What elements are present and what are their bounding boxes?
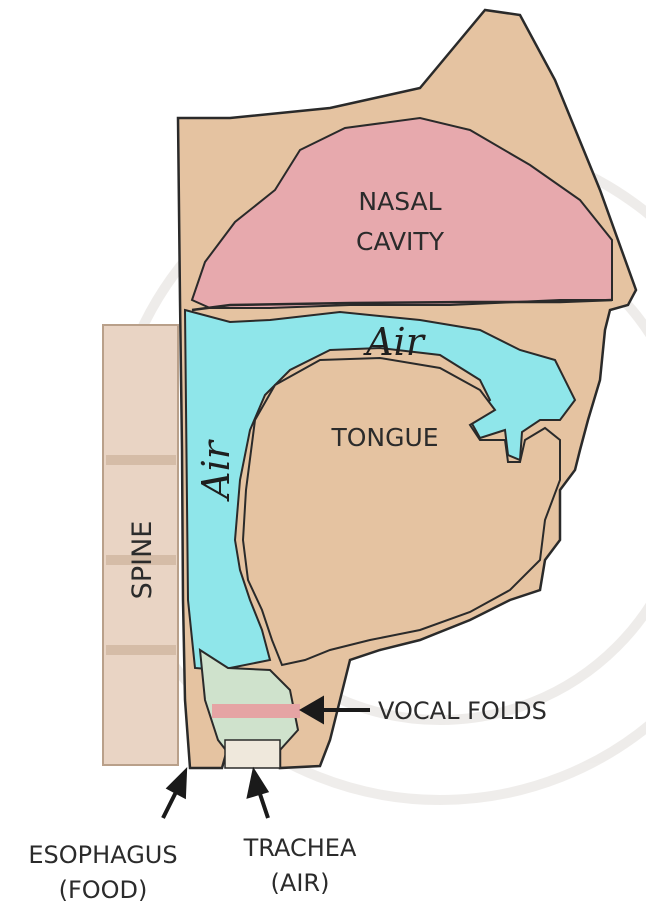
trachea-label-line1: TRACHEA: [243, 834, 357, 862]
vocal-fold-band: [212, 704, 300, 718]
nasal-cavity-label-line1: NASAL: [358, 187, 441, 216]
spine-label: SPINE: [127, 521, 158, 600]
nasal-cavity-label-line2: CAVITY: [356, 227, 445, 256]
esophagus-arrow: [163, 772, 185, 818]
trachea-tube: [225, 740, 280, 768]
vocal-folds-label: VOCAL FOLDS: [378, 697, 547, 725]
trachea-arrow: [249, 772, 268, 818]
air-label-throat: Air: [194, 438, 238, 502]
air-label-upper: Air: [363, 320, 427, 364]
trachea-label-line2: (AIR): [271, 869, 330, 897]
esophagus-label-line1: ESOPHAGUS: [28, 841, 177, 869]
esophagus-label-line2: (FOOD): [59, 876, 148, 904]
tongue-label: TONGUE: [330, 423, 438, 452]
